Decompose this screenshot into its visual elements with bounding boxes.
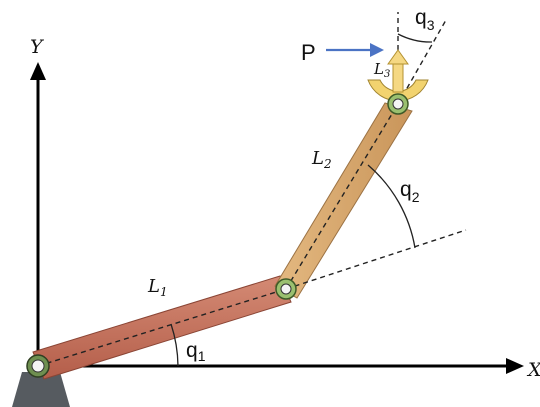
force-label: P <box>301 40 316 65</box>
q1-label: q1 <box>186 339 206 364</box>
q2-angle-arc <box>367 164 416 249</box>
q3-angle-arc <box>397 33 433 43</box>
l3-label: L3 <box>373 60 390 80</box>
q1-angle-arc <box>170 323 179 367</box>
x-axis <box>38 358 524 374</box>
link-2 <box>274 102 413 299</box>
joint-elbow <box>275 278 297 300</box>
y-axis-label: Y <box>30 36 45 58</box>
x-axis-label: X <box>526 359 540 381</box>
joint-base <box>26 354 50 378</box>
l1-label: L1 <box>147 276 168 299</box>
joint-wrist <box>387 93 409 115</box>
q2-label: q2 <box>400 178 420 205</box>
force-arrow <box>326 43 384 57</box>
ground-base <box>12 372 70 407</box>
gripper <box>367 79 429 102</box>
l2-label: L2 <box>311 148 332 171</box>
q3-label: q3 <box>415 6 435 33</box>
l3-arrow <box>387 49 409 93</box>
y-axis <box>30 62 46 368</box>
